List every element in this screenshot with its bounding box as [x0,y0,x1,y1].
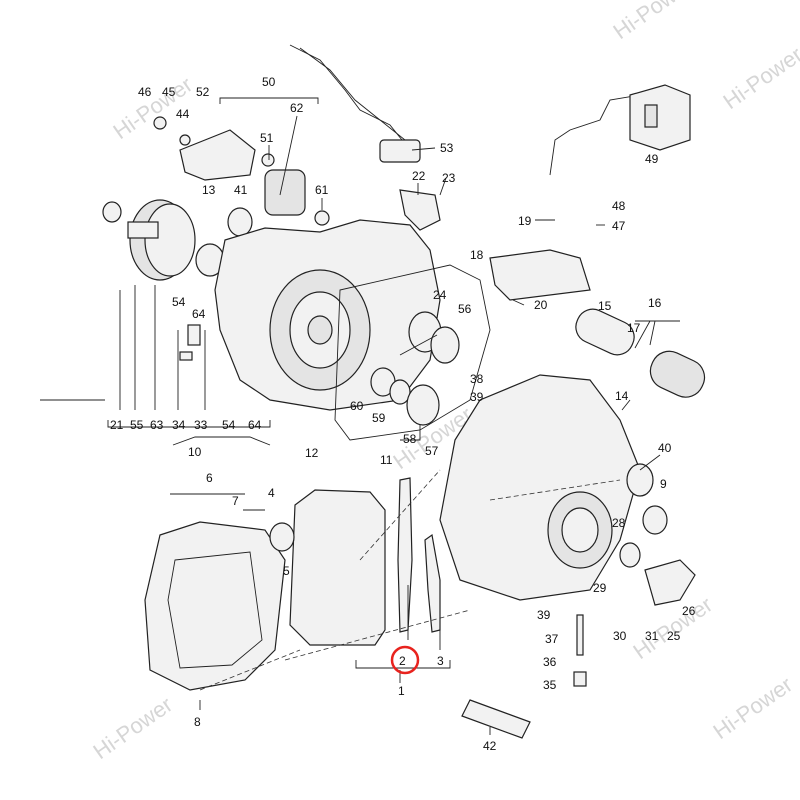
callout-11: 11 [380,453,393,467]
callout-47: 47 [612,219,626,233]
callout-3: 3 [437,654,444,668]
callout-19: 19 [518,214,532,228]
callout-64-top: 64 [192,307,206,321]
callout-55: 55 [130,418,144,432]
callout-58: 58 [403,432,417,446]
callout-24: 24 [433,288,447,302]
callout-48: 48 [612,199,626,213]
callout-34: 34 [172,418,186,432]
callout-1: 1 [398,684,405,698]
callout-25: 25 [667,629,681,643]
callout-38: 38 [470,372,484,386]
callout-54-bottom: 54 [222,418,236,432]
watermark-5: Hi-Power [629,592,717,664]
callout-5: 5 [283,564,290,578]
callout-22: 22 [412,169,426,183]
callout-54-top: 54 [172,295,186,309]
callout-2: 2 [399,654,406,668]
callout-29: 29 [593,581,607,595]
callout-14: 14 [615,389,629,403]
callout-17: 17 [627,321,641,335]
callout-44: 44 [176,107,190,121]
callout-12: 12 [305,446,319,460]
watermark-7: Hi-Power [89,692,177,764]
callout-13: 13 [202,183,216,197]
callout-18: 18 [470,248,484,262]
callout-56: 56 [458,302,472,316]
callout-10: 10 [188,445,202,459]
callout-42: 42 [483,739,497,753]
callout-9: 9 [660,477,667,491]
callout-49: 49 [645,152,659,166]
callout-35: 35 [543,678,557,692]
callout-26: 26 [682,604,696,618]
callout-20: 20 [534,298,548,312]
callout-53: 53 [440,141,454,155]
callout-59: 59 [372,411,386,425]
callout-15: 15 [598,299,612,313]
callout-57: 57 [425,444,439,458]
callout-33: 33 [194,418,208,432]
callout-40: 40 [658,441,672,455]
watermark-2: Hi-Power [609,0,697,44]
callout-7: 7 [232,494,239,508]
callout-50: 50 [262,75,276,89]
callout-30: 30 [613,629,627,643]
callout-41: 41 [234,183,248,197]
callout-23: 23 [442,171,456,185]
callout-62: 62 [290,101,304,115]
callout-39-top: 39 [470,390,484,404]
callout-21: 21 [110,418,124,432]
callout-8: 8 [194,715,201,729]
callout-46: 46 [138,85,152,99]
callout-45: 45 [162,85,176,99]
callout-51: 51 [260,131,274,145]
callout-37: 37 [545,632,559,646]
highlight-circle [390,645,420,675]
callout-60: 60 [350,399,364,413]
callout-36: 36 [543,655,557,669]
callout-52: 52 [196,85,210,99]
callout-6: 6 [206,471,213,485]
callout-61: 61 [315,183,329,197]
watermark-3: Hi-Power [719,42,800,114]
watermark-6: Hi-Power [709,672,797,744]
callout-64-bottom: 64 [248,418,262,432]
leader-lines [40,97,680,735]
callout-labels: 46 45 52 50 44 62 51 53 13 41 61 22 23 4… [110,75,696,753]
callout-16: 16 [648,296,662,310]
callout-4: 4 [268,486,275,500]
callout-39-bottom: 39 [537,608,551,622]
callout-31: 31 [645,629,659,643]
callout-63: 63 [150,418,164,432]
parts-drawing [102,44,706,739]
callout-28: 28 [612,516,626,530]
